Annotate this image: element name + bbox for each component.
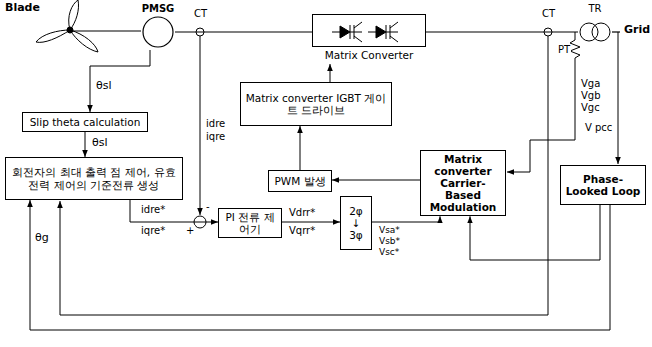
node-text: PWM 발생 [274,175,325,187]
node-text: Matrix Converter [312,49,426,61]
signal-label: Vga [580,78,601,89]
edge-label: θsl [95,80,113,92]
signal-label: Vsb* [378,237,401,247]
node-text: TR [578,3,612,15]
signal-label: CT [541,8,556,19]
signal-connector [282,222,340,223]
node-text: Phase-Looked Loop [565,173,641,197]
signal-label: Vqrr* [288,225,316,236]
signal-connector [175,31,312,32]
edge-label: θg [34,232,50,244]
controller-box: PI 전류 제어기 [218,208,282,238]
turbine-shaft [73,30,141,31]
transform-box: 2φ ↓ 3φ [340,196,372,250]
matrix-converter: Matrix Converter [312,14,426,64]
signal-label: idre* [140,204,166,215]
node-text: Matrix converter IGBT 게이트 드라이브 [245,92,387,116]
transformer: TR [578,2,612,44]
signal-label: idre [205,118,226,129]
node-text: Slip theta calculation [30,116,141,128]
process-box: PWM 발생 [268,170,332,192]
signal-connector [332,180,420,181]
signal-connector [426,31,578,32]
signal-connector [30,200,610,330]
signal-connector [85,132,86,157]
signal-label: CT [193,8,208,19]
node-text: PMSG [141,3,175,15]
signal-label: iqre* [140,225,166,236]
potential-transformer [507,32,580,172]
signal-label: Grid [623,24,651,36]
signal-label: iqre [205,131,226,142]
signal-connector [330,64,331,82]
turbine-blades [36,0,98,52]
signal-label: Vsa* [378,226,401,236]
grid-voltage-tap [618,32,619,164]
process-box: 회전자의 최대 출력 점 제어, 유효전력 제어의 기준전류 생성 [5,157,183,200]
process-box: Matrix converter Carrier-Based Modulatio… [420,150,506,216]
signal-label: - [205,201,211,212]
grid-line [612,31,620,32]
signal-label: Vgb [580,90,602,101]
node-text: PI 전류 제어기 [223,211,277,235]
node-text: 2φ ↓ 3φ [345,205,367,241]
node-text: 회전자의 최대 출력 점 제어, 유효전력 제어의 기준전류 생성 [10,166,178,190]
signal-label: PT [557,44,571,55]
signal-label: Blade [4,2,41,14]
generator-circle: PMSG [141,2,175,50]
process-box: Phase-Looked Loop [560,165,646,205]
signal-label: Vdrr* [288,207,316,218]
signal-connector [90,50,150,112]
process-box: Slip theta calculation [22,112,148,132]
signal-label: Vgc [580,102,601,113]
edge-label: θsl [91,137,109,149]
signal-connector [372,216,440,222]
signal-connector [300,126,301,170]
signal-label: V pcc [584,122,613,133]
signal-label: + [185,225,195,236]
node-text: Matrix converter Carrier-Based Modulatio… [425,153,501,213]
process-box: Matrix converter IGBT 게이트 드라이브 [240,82,392,126]
signal-connector [130,200,218,222]
signal-label: Vsc* [378,248,400,258]
